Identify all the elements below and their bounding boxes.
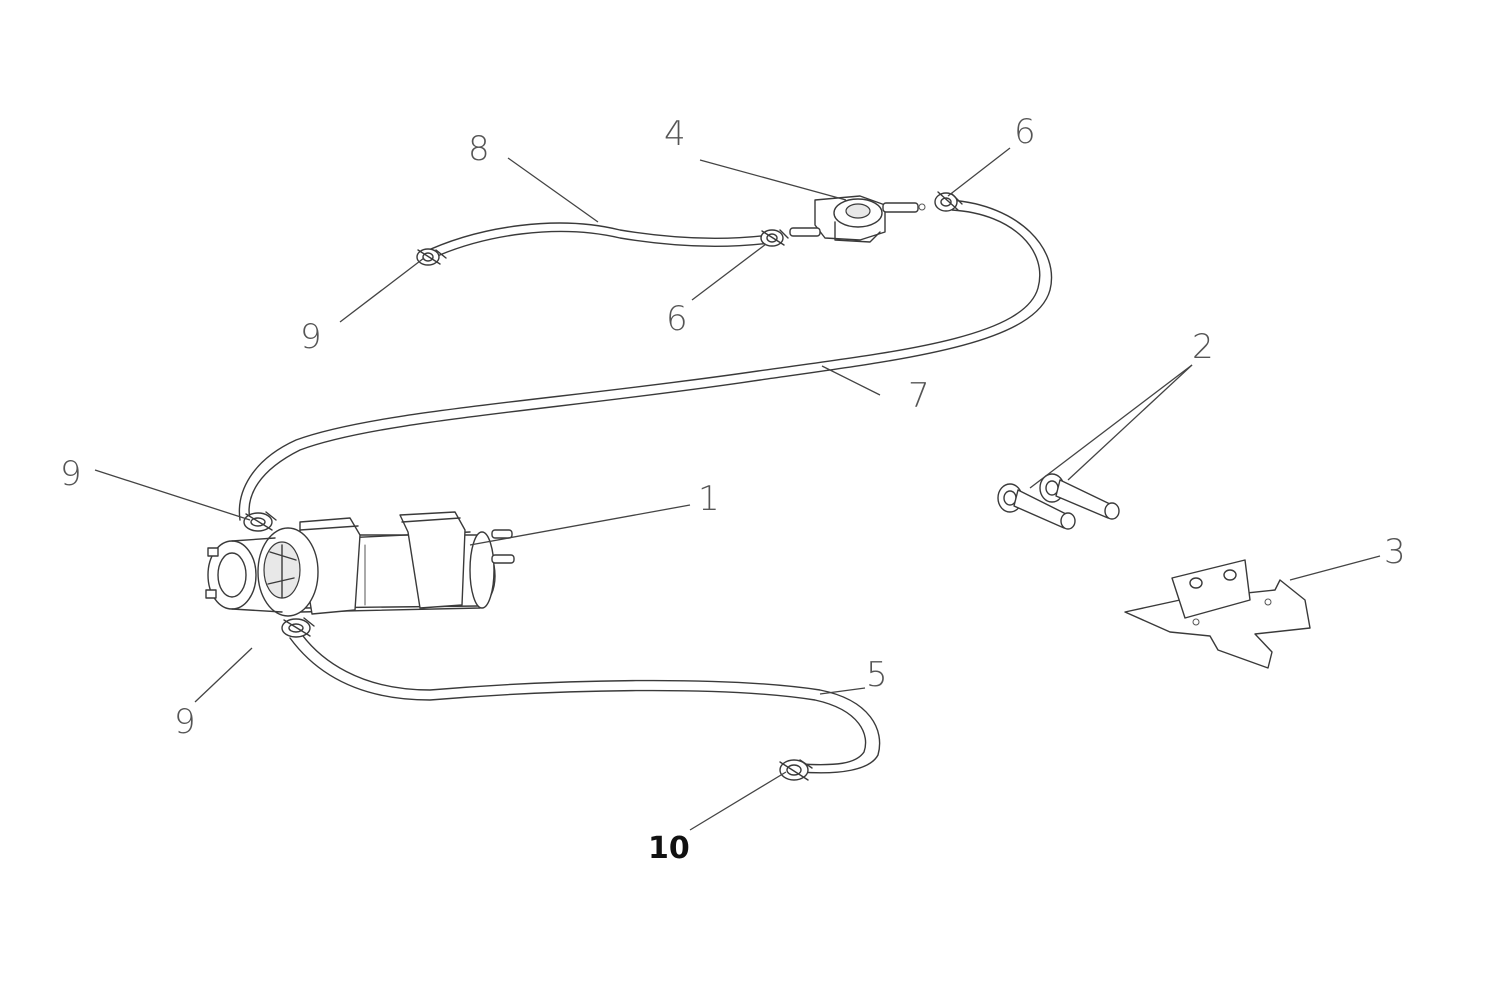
callout-9-upper: 9 [300,317,322,357]
callout-8: 8 [468,129,490,169]
leader-8 [507,157,599,223]
leader-1 [469,504,691,546]
callout-4: 4 [664,114,686,154]
callout-9-middle: 9 [60,454,82,494]
leader-lines [94,147,1381,831]
bolts-part-2 [997,473,1120,530]
hose-7 [238,199,1053,521]
hose-clamp-9-upper [416,248,447,266]
leader-3 [1289,555,1381,581]
leader-9-lower [194,647,253,703]
hose-8 [419,222,771,263]
callout-6-upper: 6 [1014,112,1036,152]
purge-valve-part-4 [789,195,926,243]
charcoal-canister-part-1 [205,511,515,617]
leader-2a [1029,364,1193,489]
hose-clamp-9-lower [281,617,315,638]
hose-clamp-10 [779,759,813,781]
leader-5 [819,687,866,695]
mounting-bracket-part-3 [1124,559,1311,669]
callout-3: 3 [1384,532,1406,572]
leader-6-lower [691,243,767,301]
callout-5: 5 [866,655,888,695]
callout-2: 2 [1192,327,1214,367]
leader-2b [1067,364,1193,481]
callout-labels: 4 6 8 9 6 7 9 1 2 3 9 5 10 [60,112,1406,866]
hose-clamp-6-upper [934,191,963,212]
callout-10: 10 [648,831,690,866]
leader-6-upper [947,147,1011,197]
hose-clamp-9-middle [243,511,277,532]
leader-4 [699,159,847,201]
callout-7: 7 [908,376,930,416]
hose-clamp-6-lower [760,229,789,247]
leader-7 [821,365,881,396]
callout-9-lower: 9 [174,702,196,742]
leader-10 [689,771,787,831]
callout-6-lower: 6 [666,299,688,339]
leader-9-middle [94,469,251,521]
hose-5 [289,631,881,774]
leader-9-upper [339,257,425,323]
callout-1: 1 [698,479,720,519]
